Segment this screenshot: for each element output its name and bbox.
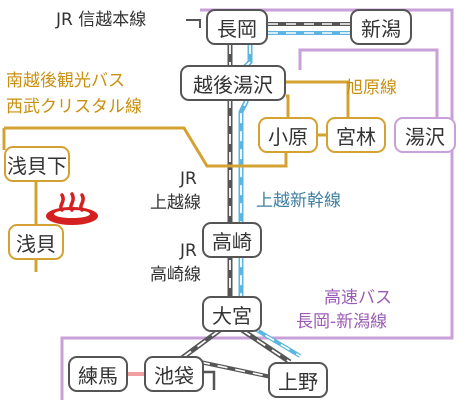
station-omiya[interactable]: 大宮	[202, 296, 262, 332]
label-jr-joetsu-1: JR	[180, 169, 197, 189]
station-asagaishita[interactable]: 浅貝下	[4, 146, 70, 182]
label-jr-takasaki-2: 高崎線	[150, 265, 201, 285]
label-jr-joetsu-2: 上越線	[150, 193, 201, 213]
express-bus-route	[60, 8, 454, 400]
shinetsu-pointer-line	[186, 19, 201, 28]
asahihara-route	[286, 80, 350, 118]
label-nanetsu-bus-1: 南越後観光バス	[6, 71, 125, 91]
station-miyabayashi[interactable]: 宮林	[326, 117, 386, 153]
label-jr-shinetsu: JR 信越本線	[56, 10, 147, 30]
label-asahihara: 旭原線	[346, 78, 397, 98]
label-express-bus-2: 長岡-新潟線	[296, 312, 388, 332]
station-obara[interactable]: 小原	[258, 117, 318, 153]
station-niigata[interactable]: 新潟	[350, 9, 412, 45]
jr-omiya-ikebukuro-dash	[181, 329, 221, 359]
station-nerima[interactable]: 練馬	[68, 356, 128, 392]
station-yuzawa[interactable]: 湯沢	[394, 117, 456, 153]
station-asagai[interactable]: 浅貝	[8, 224, 64, 260]
jr-omiya-ueno-dash	[241, 329, 291, 363]
station-ueno[interactable]: 上野	[268, 362, 328, 398]
shinkansen-omiya-ueno-dash	[249, 325, 301, 357]
station-nagaoka[interactable]: 長岡	[206, 9, 268, 45]
station-echigo-yuzawa[interactable]: 越後湯沢	[180, 65, 286, 101]
label-express-bus-1: 高速バス	[324, 288, 392, 308]
jr-ikebukuro-ueno-dash	[199, 361, 277, 379]
station-ikebukuro[interactable]: 池袋	[144, 356, 204, 392]
label-nanetsu-bus-2: 西武クリスタル線	[6, 97, 142, 117]
hot-spring-icon	[46, 192, 98, 225]
ikebukuro-connector	[200, 370, 216, 390]
label-jr-takasaki-1: JR	[180, 241, 197, 261]
express-bus-branch	[298, 48, 439, 118]
nanetsu-bus-route	[4, 126, 288, 168]
asahihara-obara	[286, 94, 290, 118]
station-takasaki[interactable]: 高崎	[202, 222, 262, 258]
label-joetsu-shinkansen: 上越新幹線	[256, 191, 341, 211]
